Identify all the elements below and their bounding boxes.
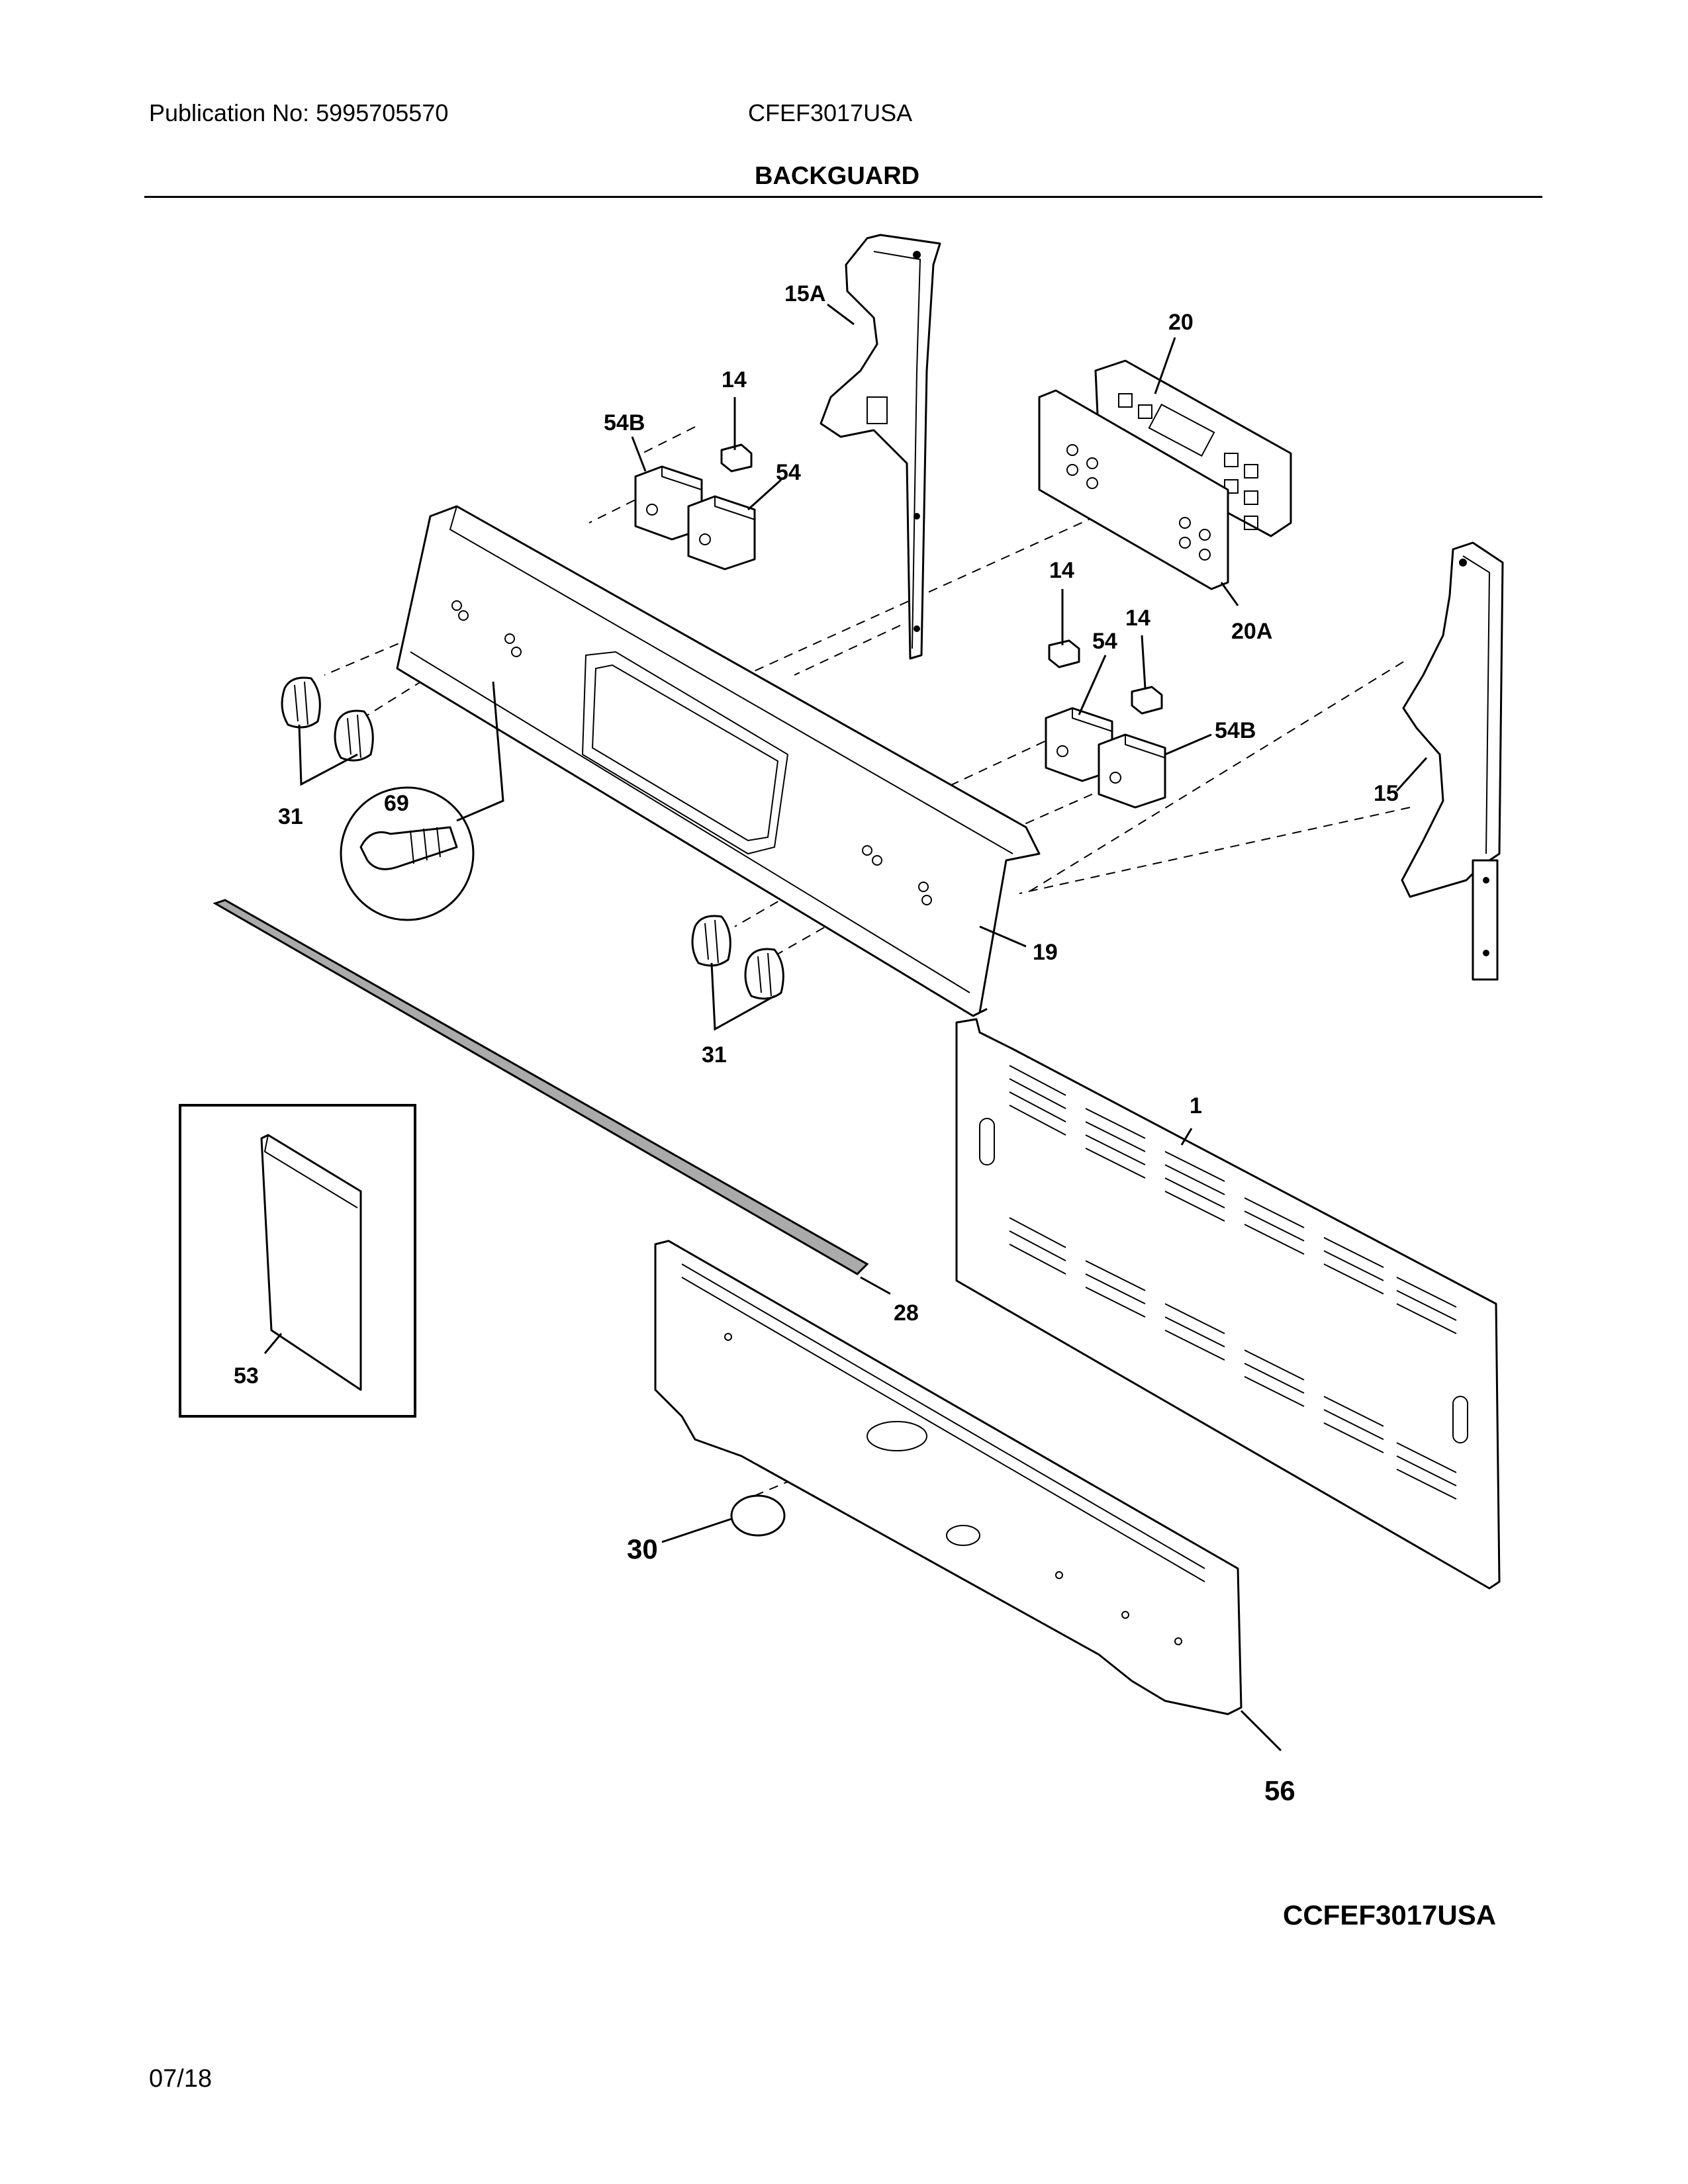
- callout-19: 19: [1033, 940, 1058, 965]
- signal-light-14-b: [1048, 639, 1080, 668]
- knob-31-c: [691, 915, 731, 967]
- overlay-20A: [1038, 389, 1229, 590]
- detail-box-53: [179, 1104, 416, 1418]
- model-number: CFEF3017USA: [748, 99, 913, 126]
- section-title: BACKGUARD: [755, 162, 920, 190]
- callout-54B: 54B: [1215, 718, 1256, 743]
- rear-panel-1: [955, 1018, 1501, 1590]
- callout-30: 30: [627, 1533, 658, 1565]
- callout-54: 54: [776, 460, 801, 485]
- callout-69: 69: [384, 791, 409, 816]
- callout-20: 20: [1168, 310, 1194, 335]
- knob-31-d: [744, 948, 784, 1000]
- end-bracket-15A: [820, 234, 941, 660]
- knob-31-a: [281, 676, 321, 729]
- diagram-code: CCFEF3017USA: [1283, 1899, 1497, 1931]
- cover-30: [730, 1494, 786, 1537]
- revision-date: 07/18: [149, 2065, 212, 2093]
- callout-15: 15: [1374, 781, 1399, 806]
- callout-54B: 54B: [604, 410, 645, 435]
- publication-number: Publication No: 5995705570: [149, 99, 449, 126]
- callout-labels: 15A 20 14 54B 54 14 20A 14 54 54B 15 69 …: [234, 281, 1399, 1806]
- callout-1: 1: [1190, 1093, 1202, 1118]
- callout-28: 28: [894, 1300, 919, 1326]
- callout-31: 31: [702, 1042, 727, 1068]
- infinite-switch-54B-lower: [1098, 733, 1166, 809]
- callout-14: 14: [722, 367, 747, 392]
- signal-light-14-a: [720, 443, 753, 473]
- callout-15A: 15A: [784, 281, 825, 306]
- callout-14: 14: [1125, 606, 1150, 631]
- trim-28: [212, 899, 869, 1275]
- leader-lines: [263, 303, 1428, 1752]
- infinite-switch-54B-upper: [634, 465, 703, 541]
- infinite-switch-54-upper: [687, 495, 756, 570]
- screw-69-detail: [340, 681, 504, 921]
- callout-20A: 20A: [1231, 619, 1272, 644]
- end-bracket-15: [1401, 541, 1504, 981]
- callout-53: 53: [234, 1363, 259, 1388]
- callout-31: 31: [278, 804, 303, 829]
- callout-14: 14: [1049, 558, 1074, 583]
- callout-56: 56: [1264, 1775, 1295, 1806]
- signal-light-14-c: [1131, 686, 1163, 715]
- lower-panel-56: [654, 1240, 1243, 1715]
- knob-31-b: [334, 709, 374, 762]
- header-rule: [144, 196, 1542, 198]
- callout-54: 54: [1092, 629, 1117, 654]
- backguard-panel-19: [396, 505, 1041, 1017]
